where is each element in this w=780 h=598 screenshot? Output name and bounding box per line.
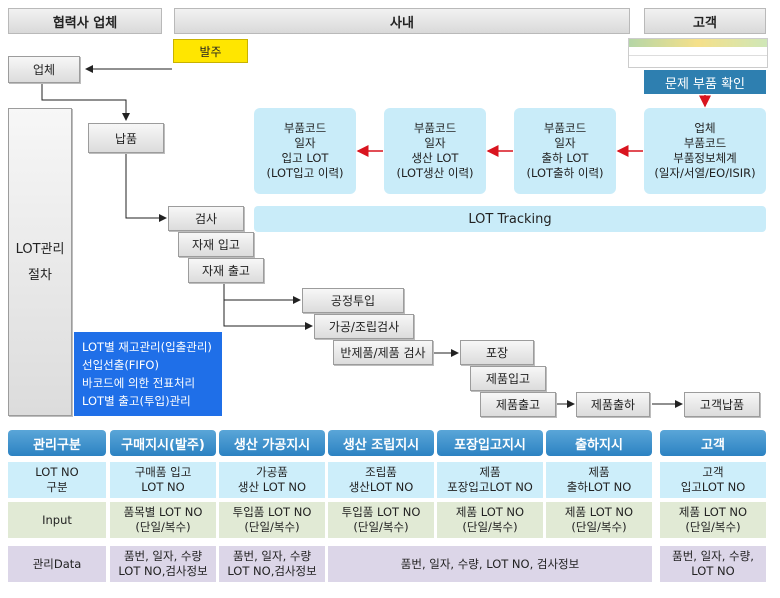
table-cell: 제품 포장입고LOT NO — [437, 462, 543, 498]
lot-tracking-label: LOT Tracking — [254, 206, 766, 232]
table-header: 관리구분 — [8, 430, 106, 456]
arrow-vendor-delivery — [41, 82, 130, 121]
product-in-box: 제품입고 — [470, 366, 546, 391]
delivery-box: 납품 — [88, 123, 164, 153]
table-cell: 조립품 생산LOT NO — [328, 462, 434, 498]
table-cell: Input — [8, 502, 106, 538]
tracking-box-1: 부품코드 일자 입고 LOT (LOT입고 이력) — [254, 108, 356, 194]
table-cell: 제품 LOT NO (단일/복수) — [546, 502, 652, 538]
vendor-box: 업체 — [8, 56, 80, 83]
table-cell: 제품 LOT NO (단일/복수) — [437, 502, 543, 538]
table-header: 생산 조립지시 — [328, 430, 434, 456]
table-cell: 품번, 일자, 수량 LOT NO,검사정보 — [219, 546, 325, 582]
tracking-box-3: 부품코드 일자 출하 LOT (LOT출하 이력) — [514, 108, 616, 194]
notes-box: LOT별 재고관리(입출관리) 선입선출(FIFO) 바코드에 의한 전표처리 … — [74, 332, 222, 416]
table-cell: 품번, 일자, 수량, LOT NO, 검사정보 — [328, 546, 652, 582]
table-cell: 고객 입고LOT NO — [660, 462, 766, 498]
semi-check-box: 반제품/제품 검사 — [333, 340, 433, 365]
screen-thumbnail — [628, 38, 768, 68]
note-item: 바코드에 의한 전표처리 — [82, 376, 196, 390]
material-out-box: 자재 출고 — [188, 258, 264, 283]
table-header: 구매지시(발주) — [110, 430, 216, 456]
table-cell: 투입품 LOT NO (단일/복수) — [219, 502, 325, 538]
table-cell: 관리Data — [8, 546, 106, 582]
tracking-box-2: 부품코드 일자 생산 LOT (LOT생산 이력) — [384, 108, 486, 194]
inspect-box: 검사 — [168, 206, 244, 231]
table-cell: 제품 LOT NO (단일/복수) — [660, 502, 766, 538]
header-customer: 고객 — [644, 8, 766, 34]
table-cell: 품목별 LOT NO (단일/복수) — [110, 502, 216, 538]
table-cell: LOT NO 구분 — [8, 462, 106, 498]
table-cell: 투입품 LOT NO (단일/복수) — [328, 502, 434, 538]
note-item: LOT별 출고(투입)관리 — [82, 394, 191, 408]
arrow-out-process — [223, 282, 301, 304]
customer-delivery-box: 고객납품 — [684, 392, 760, 417]
arrow-delivery-inspect — [125, 152, 167, 222]
table-cell: 품번, 일자, 수량, LOT NO — [660, 546, 766, 582]
table-header: 포장입고지시 — [437, 430, 543, 456]
note-item: LOT별 재고관리(입출관리) — [82, 340, 212, 354]
note-item: 선입선출(FIFO) — [82, 358, 159, 372]
process-input-box: 공정투입 — [302, 288, 404, 313]
table-cell: 가공품 생산 LOT NO — [219, 462, 325, 498]
order-box: 발주 — [173, 39, 248, 63]
ship-box: 제품출하 — [576, 392, 650, 417]
table-cell: 구매품 입고 LOT NO — [110, 462, 216, 498]
material-in-box: 자재 입고 — [178, 232, 254, 257]
problem-part-box: 문제 부품 확인 — [644, 70, 766, 94]
lot-procedure-box: LOT관리 절차 — [8, 108, 72, 416]
table-header: 생산 가공지시 — [219, 430, 325, 456]
table-cell: 품번, 일자, 수량 LOT NO,검사정보 — [110, 546, 216, 582]
process-check-box: 가공/조립검사 — [314, 314, 414, 339]
table-header: 고객 — [660, 430, 766, 456]
arrow-out-check — [223, 300, 313, 330]
table-header: 출하지시 — [546, 430, 652, 456]
tracking-box-4: 업체 부품코드 부품정보체계 (일자/서열/EO/ISIR) — [644, 108, 766, 194]
pack-box: 포장 — [460, 340, 534, 365]
table-cell: 제품 출하LOT NO — [546, 462, 652, 498]
product-out-box: 제품출고 — [480, 392, 556, 417]
header-partner: 협력사 업체 — [8, 8, 162, 34]
header-internal: 사내 — [174, 8, 630, 34]
